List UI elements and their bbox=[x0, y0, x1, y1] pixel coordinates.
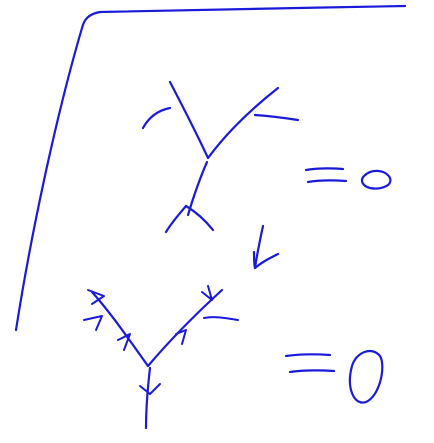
lower-zero-oval bbox=[348, 349, 384, 404]
upper-tree-right-branch bbox=[206, 86, 280, 160]
upper-equals-zero bbox=[304, 167, 392, 190]
down-arrow-head bbox=[252, 250, 280, 270]
lower-stem-arrow bbox=[139, 383, 161, 395]
down-arrow-shaft bbox=[253, 224, 265, 270]
bracket-stroke bbox=[14, 4, 407, 332]
upper-tree-stem bbox=[186, 160, 209, 217]
lower-left-arrow-1 bbox=[87, 289, 105, 305]
lower-equals-zero bbox=[284, 349, 384, 404]
upper-tree-right-tick bbox=[253, 113, 300, 122]
down-arrow bbox=[252, 224, 280, 270]
lower-equals-top-bar bbox=[284, 353, 332, 358]
upper-tree-diagram bbox=[141, 80, 300, 234]
upper-zero-oval bbox=[360, 169, 392, 190]
lower-right-arrow-2 bbox=[203, 316, 239, 321]
lower-left-arrow-2 bbox=[83, 315, 103, 331]
lower-tree-right-branch bbox=[146, 288, 224, 368]
upper-equals-bottom-bar bbox=[306, 179, 348, 184]
upper-equals-top-bar bbox=[304, 167, 345, 172]
upper-tree-left-curl bbox=[141, 106, 172, 130]
lower-tree-left-branch bbox=[90, 290, 150, 368]
lower-left-arrow-3 bbox=[117, 333, 131, 351]
lower-tree-diagram bbox=[83, 285, 239, 430]
upper-tree-bottom-left bbox=[164, 204, 188, 234]
lower-right-arrow-3 bbox=[175, 329, 187, 345]
lower-right-arrow-1 bbox=[201, 285, 213, 301]
upper-tree-left-branch bbox=[168, 80, 210, 160]
lower-tree-stem bbox=[144, 366, 152, 430]
upper-tree-bottom-right bbox=[184, 204, 215, 232]
lower-equals-bottom-bar bbox=[288, 369, 336, 374]
